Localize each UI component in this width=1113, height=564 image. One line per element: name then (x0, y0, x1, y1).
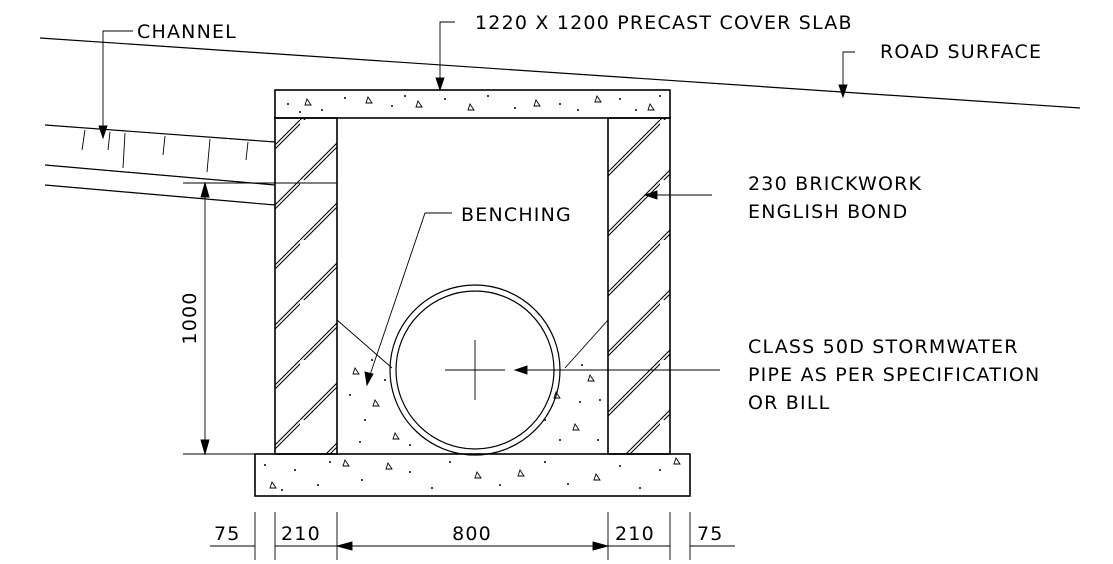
pipe-label-line2: PIPE AS PER SPECIFICATION (748, 364, 1040, 386)
brickwork-label-line2: ENGLISH BOND (748, 201, 908, 223)
dimension-right-wall: 210 (615, 523, 655, 545)
benching (336, 319, 609, 446)
benching-label: BENCHING (461, 204, 572, 226)
dimension-height-label: 1000 (179, 291, 201, 344)
dimension-1000 (183, 181, 337, 456)
precast-cover-slab (274, 89, 671, 119)
dimension-left-wall: 210 (281, 523, 321, 545)
channel-label: CHANNEL (137, 21, 237, 43)
right-brick-wall (607, 117, 671, 455)
channel (44, 124, 276, 206)
left-brick-wall (274, 117, 338, 455)
dimension-internal-width: 800 (452, 523, 492, 545)
pipe-label-line1: CLASS 50D STORMWATER (748, 336, 1019, 358)
pipe-label-line3: OR BILL (748, 392, 830, 414)
bottom-dimensions (210, 512, 735, 560)
road-surface-line (39, 37, 1081, 109)
road-surface-label: ROAD SURFACE (880, 41, 1042, 63)
dimension-left-margin: 75 (214, 523, 241, 545)
base-slab (254, 453, 691, 497)
cover-slab-label: 1220 X 1200 PRECAST COVER SLAB (475, 12, 853, 34)
dimension-right-margin: 75 (697, 523, 724, 545)
brickwork-label-line1: 230 BRICKWORK (748, 173, 922, 195)
leaders (98, 21, 855, 387)
